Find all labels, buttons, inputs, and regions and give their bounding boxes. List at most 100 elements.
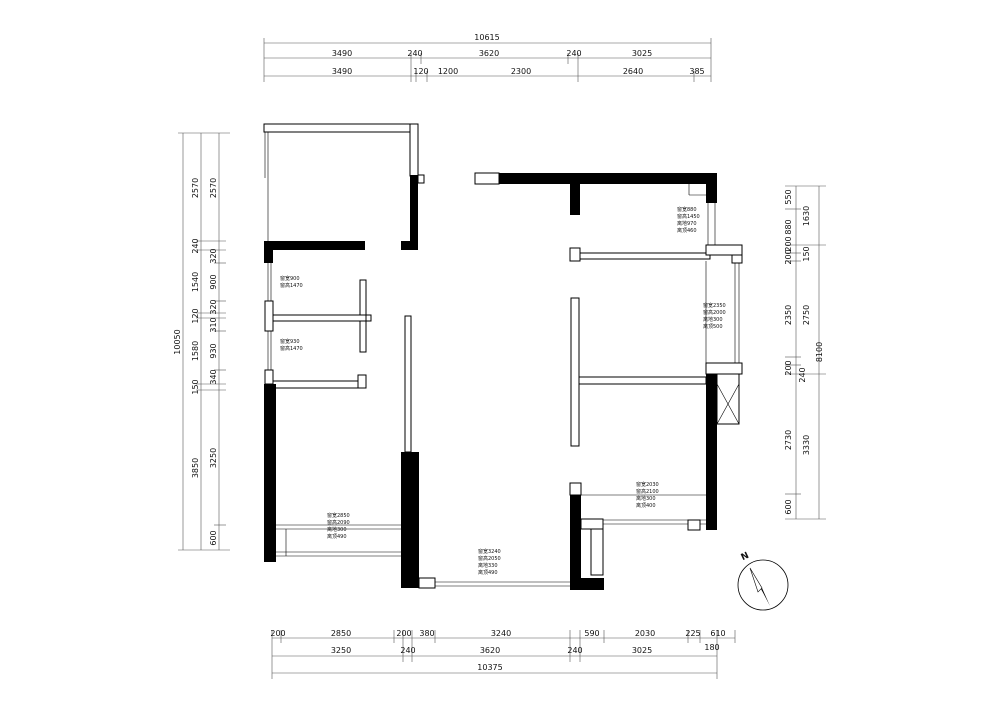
dim-label: 320 <box>209 299 218 314</box>
partition <box>365 314 372 322</box>
dim-label: 240 <box>567 646 582 655</box>
note-line: 窗高1450 <box>677 213 700 220</box>
wall-outline <box>569 247 581 262</box>
dim-bottom-total: 10375 <box>477 663 502 672</box>
wall-outline <box>263 123 419 133</box>
dim-top-row1: 3490 240 3620 240 3025 <box>332 49 652 58</box>
note-line: 离地300 <box>703 316 723 323</box>
note-line: 窗宽2350 <box>703 302 726 309</box>
dim-label: 2750 <box>802 305 811 325</box>
wall-outline <box>474 172 500 185</box>
compass-label: N <box>740 551 751 563</box>
note-line: 离顶400 <box>636 502 656 509</box>
note-line: 窗高2100 <box>636 488 659 495</box>
dim-label: 2570 <box>191 178 200 198</box>
window-note-3: 窗宽930 窗高1470 <box>280 338 303 352</box>
dim-label: 3490 <box>332 49 352 58</box>
note-line: 离地330 <box>478 562 498 569</box>
dim-label: 120 <box>413 67 428 76</box>
window-line <box>716 383 740 425</box>
note-line: 离地970 <box>677 220 697 227</box>
window-note-5: 窗宽2030 窗高2100 离地300 离顶400 <box>636 481 659 509</box>
dim-label: 1630 <box>802 206 811 226</box>
dim-label: 3250 <box>331 646 351 655</box>
wall-outline <box>687 519 701 531</box>
wall-outline <box>264 369 274 385</box>
window-note-7: 窗宽3240 窗高2050 离地330 离顶490 <box>478 548 501 576</box>
dim-top-total: 10615 <box>474 33 499 42</box>
dim-right-col2: 1630 150 2750 3330 <box>802 206 811 455</box>
dim-bottom-extra: 180 <box>704 643 719 652</box>
right-dimension-lines <box>785 185 826 520</box>
wall-segment <box>706 173 717 203</box>
top-dimension-lines <box>263 38 712 82</box>
note-line: 窗宽900 <box>280 275 300 282</box>
dim-label: 3025 <box>632 646 652 655</box>
wall-segment <box>264 384 276 562</box>
wall-outline <box>705 244 743 256</box>
dim-label: 240 <box>407 49 422 58</box>
wall-segment <box>264 241 365 250</box>
dim-label: 240 <box>191 238 200 253</box>
dim-label: 200 <box>396 629 411 638</box>
dim-label: 600 <box>784 499 793 514</box>
note-line: 离顶490 <box>478 569 498 576</box>
wall-outline <box>590 528 604 576</box>
dim-label: 380 <box>419 629 434 638</box>
note-line: 窗宽3240 <box>478 548 501 555</box>
dim-right-total: 8100 <box>815 342 824 362</box>
dim-label: 3620 <box>480 646 500 655</box>
note-line: 窗宽2850 <box>327 512 350 519</box>
dim-label: 1540 <box>191 272 200 292</box>
note-line: 窗高2000 <box>703 309 726 316</box>
dim-label: 150 <box>802 246 811 261</box>
wall-segment <box>264 241 273 263</box>
wall-segment <box>401 452 419 588</box>
dim-label: 120 <box>191 308 200 323</box>
wall-outline <box>417 174 425 184</box>
wall-outline <box>731 254 743 264</box>
dim-label: 3620 <box>479 49 499 58</box>
dim-label: 200 <box>270 629 285 638</box>
left-dimension-lines <box>178 132 230 551</box>
wall-outline <box>580 518 604 530</box>
dim-label: 2350 <box>784 305 793 325</box>
partition <box>578 376 707 385</box>
note-line: 窗宽2030 <box>636 481 659 488</box>
dim-label: 2030 <box>635 629 655 638</box>
wall-segment <box>570 184 580 215</box>
wall-segment <box>706 374 717 530</box>
dim-label: 150 <box>191 379 200 394</box>
dim-left-col2: 2570 320 900 320 310 930 340 3250 600 <box>209 178 218 546</box>
north-arrow-icon: N <box>737 551 789 611</box>
partition <box>357 374 367 389</box>
note-line: 离顶460 <box>677 227 697 234</box>
note-line: 离顶500 <box>703 323 723 330</box>
note-line: 窗高1470 <box>280 345 303 352</box>
dim-left-total: 10050 <box>173 329 182 354</box>
dim-label: 550 <box>784 189 793 204</box>
dim-label: 900 <box>209 274 218 289</box>
note-line: 离地300 <box>327 526 347 533</box>
dim-label: 200 <box>784 249 793 264</box>
dim-label: 310 <box>209 317 218 332</box>
partition <box>579 252 711 260</box>
dim-label: 2850 <box>331 629 351 638</box>
wall-segment <box>570 578 604 590</box>
dim-left-col1: 2570 240 1540 120 1580 150 3850 <box>191 178 200 478</box>
dim-label: 225 <box>685 629 700 638</box>
wall-outline <box>264 300 274 332</box>
note-line: 离顶490 <box>327 533 347 540</box>
dim-label: 3850 <box>191 458 200 478</box>
note-line: 窗高2050 <box>478 555 501 562</box>
dim-label: 3330 <box>802 435 811 455</box>
dim-top-row2: 3490 120 1200 2300 2640 385 <box>332 67 705 76</box>
dim-label: 880 <box>784 219 793 234</box>
dim-label: 200 <box>784 236 793 251</box>
window-note-6: 窗宽2850 窗高2090 离地300 离顶490 <box>327 512 350 540</box>
dim-label: 320 <box>209 248 218 263</box>
partition <box>272 380 367 389</box>
dim-label: 1580 <box>191 341 200 361</box>
partition <box>272 314 367 322</box>
